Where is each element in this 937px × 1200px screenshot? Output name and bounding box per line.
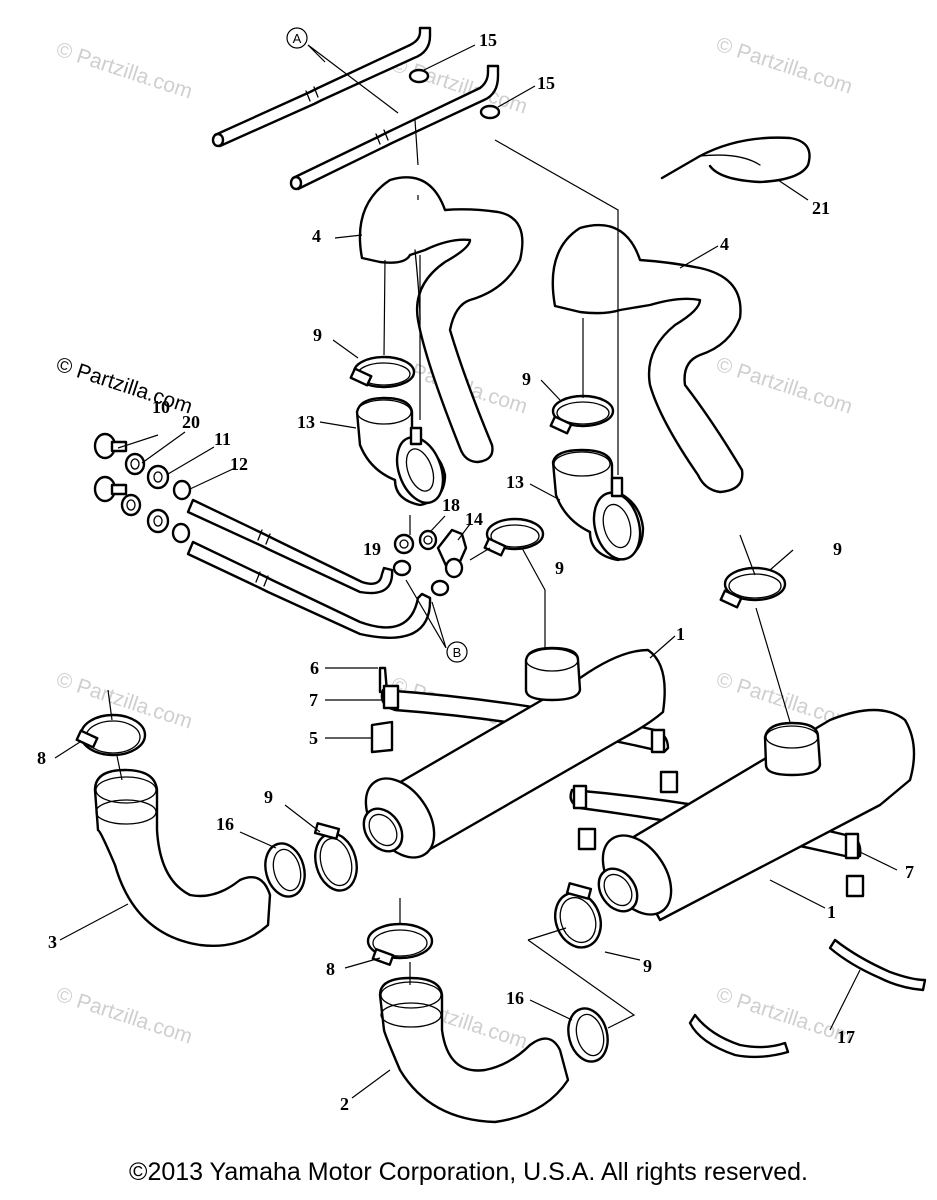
watermark: © Partzilla.com [53,38,195,104]
label-17: 17 [837,1027,855,1047]
elbow-joints-13 [355,396,645,562]
label-4: 4 [312,226,321,246]
label-5: 5 [309,728,318,748]
label-16: 16 [216,814,234,834]
label-9: 9 [833,539,842,559]
part-number-labels: 15 15 21 4 4 9 9 13 13 10 20 11 12 18 14… [37,30,914,1114]
callout-a: A [286,27,308,49]
label-15: 15 [537,73,555,93]
label-19: 19 [363,539,381,559]
label-1: 1 [827,902,836,922]
svg-text:A: A [293,31,302,46]
lower-water-hoses [186,498,450,639]
label-9: 9 [264,787,273,807]
nipple-parts [393,528,468,579]
label-7: 7 [905,862,914,882]
label-2: 2 [340,1094,349,1114]
watermark: © Partzilla.com [53,983,195,1049]
label-6: 6 [310,658,319,678]
label-11: 11 [214,429,231,449]
watermark: © Partzilla.com [53,353,195,419]
watermark: © Partzilla.com [713,983,855,1049]
label-7: 7 [309,690,318,710]
watermark: © Partzilla.com [713,33,855,99]
label-16: 16 [506,988,524,1008]
cable-tie [660,136,811,184]
label-4: 4 [720,234,729,254]
label-8: 8 [326,959,335,979]
label-9: 9 [522,369,531,389]
label-14: 14 [465,509,483,529]
label-8: 8 [37,748,46,768]
label-10: 10 [152,397,170,417]
copyright-notice: ©2013 Yamaha Motor Corporation, U.S.A. A… [129,1158,808,1186]
label-18: 18 [442,495,460,515]
label-20: 20 [182,412,200,432]
protector-strips-17 [688,938,927,1059]
label-9: 9 [643,956,652,976]
muffler-upper [362,646,666,859]
label-13: 13 [297,412,315,432]
watermark: © Partzilla.com [713,353,855,419]
label-9: 9 [313,325,322,345]
callout-b: B [446,641,468,663]
label-13: 13 [506,472,524,492]
muffler-lower [597,708,916,922]
hose-clamps-9 [75,355,787,966]
hose-fittings [93,432,192,544]
label-1: 1 [676,624,685,644]
label-9: 9 [555,558,564,578]
rubber-connectors-16 [264,842,609,1063]
exhaust-pipe-3 [93,768,272,947]
label-21: 21 [812,198,830,218]
leader-lines [54,44,898,1099]
label-12: 12 [230,454,248,474]
label-3: 3 [48,932,57,952]
rubber-hose-right [551,223,744,494]
label-15: 15 [479,30,497,50]
svg-text:B: B [453,645,462,660]
screw-and-bracket [370,666,394,754]
hose-clips-15 [408,68,501,120]
upper-water-hoses [211,26,500,191]
band-clips [577,770,865,898]
exhaust-pipe-2 [378,976,570,1124]
